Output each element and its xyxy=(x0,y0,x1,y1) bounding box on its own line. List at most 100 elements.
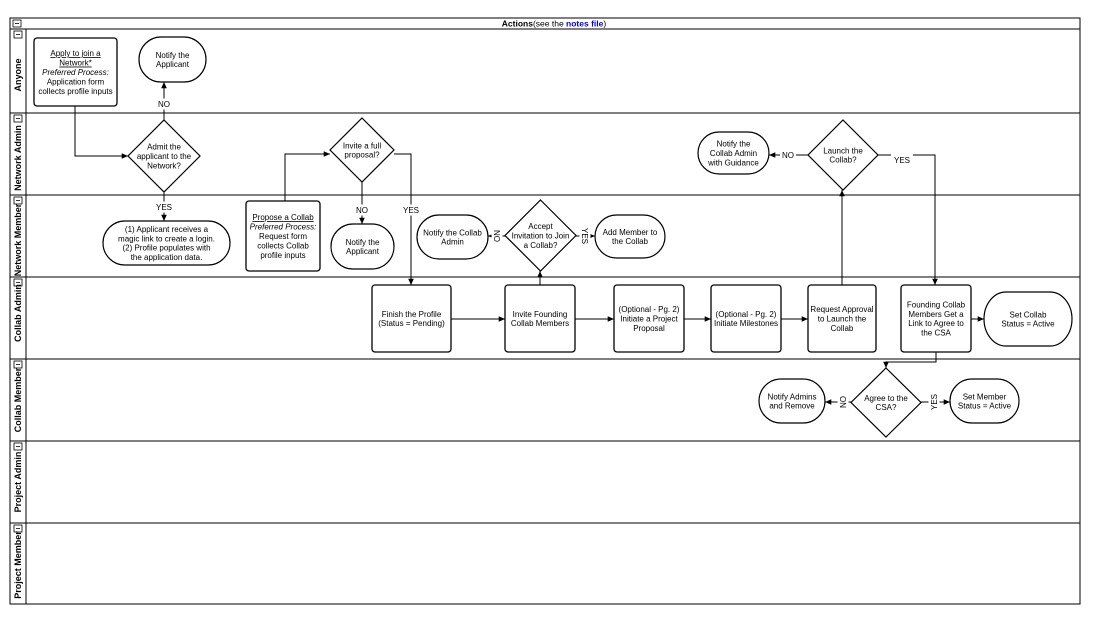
process-shape xyxy=(807,284,877,353)
lane-collapse-toggle[interactable] xyxy=(13,30,23,39)
node-text-line: the CSA xyxy=(921,329,951,338)
lane-collapse-toggle[interactable] xyxy=(13,524,23,533)
lane-collapse-toggle[interactable] xyxy=(13,360,23,369)
connector-label-launch-yes: YES xyxy=(891,154,913,166)
node-text-line: Propose a Collab xyxy=(252,213,314,222)
node-text-line: Collab Admin xyxy=(710,149,757,158)
pool-collapse-toggle[interactable] xyxy=(12,19,22,28)
node-text-line: Collab Members xyxy=(511,319,569,328)
node-text-line: Admin xyxy=(441,238,464,247)
node-text-line: collects profile inputs xyxy=(38,87,112,96)
node-text-line: Invite a full xyxy=(343,141,381,150)
connector-apply-to-admit xyxy=(74,106,128,159)
node-text-line: (2) Profile populates with xyxy=(122,244,210,253)
lane-label-anyone: Anyone xyxy=(13,58,23,91)
node-text-line: magic link to create a login. xyxy=(118,234,215,243)
node-text-line: with Guidance xyxy=(707,158,759,167)
node-text-line: Initiate a Project xyxy=(620,315,678,324)
node-text-line: Proposal xyxy=(633,324,665,333)
terminal-shape xyxy=(697,131,770,175)
pool-title-main: Actions xyxy=(502,19,533,29)
node-text-line: CSA? xyxy=(876,403,897,412)
lane-collapse-toggle[interactable] xyxy=(13,196,23,205)
node-text-line: profile inputs xyxy=(260,251,305,260)
node-text-line: to Launch the xyxy=(818,315,867,324)
node-text-line: Finish the Profile xyxy=(382,310,442,319)
node-text-line: Request form xyxy=(259,232,307,241)
terminal-shape xyxy=(416,214,489,260)
node-text-line: Admit the xyxy=(147,143,181,152)
connector-label-text: YES xyxy=(930,394,939,410)
connectors xyxy=(74,82,984,405)
connector-label-agree-no: NO xyxy=(837,394,849,410)
node-text-line: Collab xyxy=(831,324,854,333)
connector-label-accept-no: NO xyxy=(491,228,503,244)
node-text-line: Add Member to xyxy=(603,228,658,237)
node-text-line: Applicant xyxy=(156,60,190,69)
lane-label-network-member: Network Member xyxy=(13,203,23,276)
node-text-line: a Collab? xyxy=(524,241,558,250)
node-project-proposal[interactable]: (Optional - Pg. 2)Initiate a ProjectProp… xyxy=(613,284,685,353)
node-text-line: Invitation to Join xyxy=(512,232,570,241)
connector-csa-to-agree xyxy=(883,352,937,368)
terminal-shape xyxy=(594,214,666,259)
node-finish-profile[interactable]: Finish the Profile(Status = Pending) xyxy=(371,284,452,353)
connector-label-launch-no: NO xyxy=(780,149,796,161)
node-text-line: (Status = Pending) xyxy=(378,319,445,328)
lane-label-project-admin: Project Admin xyxy=(13,452,23,513)
connector-label-text: YES xyxy=(156,203,172,212)
node-initiate-milestones[interactable]: (Optional - Pg. 2)Initiate Milestones xyxy=(710,284,782,353)
node-text-line: Preferred Process: xyxy=(250,223,317,232)
terminal-shape xyxy=(102,220,231,266)
connector-label-accept-yes: YES xyxy=(579,225,591,247)
node-text-line: Apply to join a xyxy=(50,49,101,58)
lane-label-network-admin: Network Admin xyxy=(13,125,23,191)
node-text-line: Members Get a xyxy=(908,310,964,319)
node-text-line: the application data. xyxy=(131,253,203,262)
node-text-line: (1) Applicant receives a xyxy=(125,225,209,234)
connector-label-text: NO xyxy=(782,151,794,160)
terminal-shape xyxy=(758,378,826,424)
terminal-shape xyxy=(949,378,1020,424)
connector-label-agree-yes: YES xyxy=(928,391,940,413)
node-text-line: applicant to the xyxy=(137,152,192,161)
lane-project-admin: Project Admin xyxy=(10,442,1080,524)
node-text-line: Request Approval xyxy=(810,305,873,314)
node-text-line: Preferred Process: xyxy=(42,68,109,77)
lane-network-admin: Network Admin xyxy=(10,114,1080,196)
process-shape xyxy=(504,284,576,353)
node-text-line: Notify the Collab xyxy=(423,228,482,237)
connector-label-invite-yes: YES xyxy=(400,204,422,216)
lane-collapse-toggle[interactable] xyxy=(13,114,23,123)
process-shape xyxy=(613,284,685,353)
process-shape xyxy=(245,200,321,272)
notes-file-link[interactable]: notes file xyxy=(566,19,604,29)
lane-label-collab-admin: Collab Admin xyxy=(13,284,23,342)
terminal-shape xyxy=(330,223,395,270)
lane-collapse-toggle[interactable] xyxy=(13,442,23,451)
lane-collapse-toggle[interactable] xyxy=(13,278,23,287)
